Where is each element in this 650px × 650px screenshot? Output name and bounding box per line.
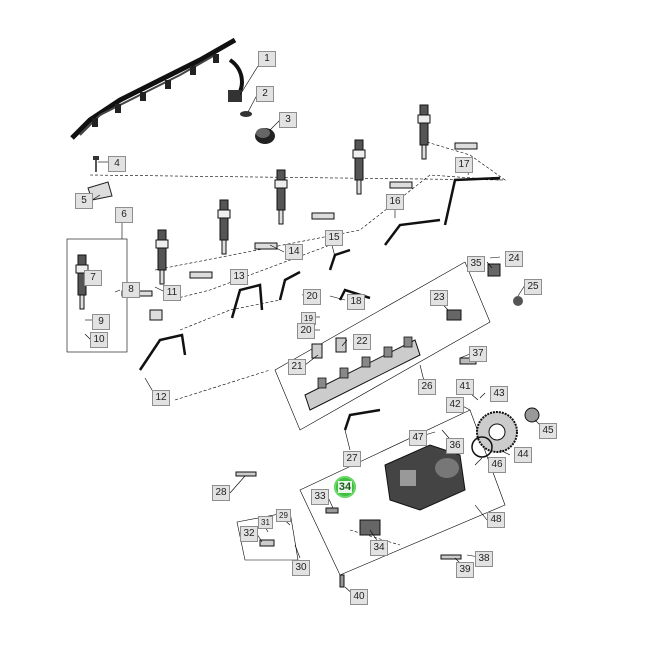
pin [325,507,339,514]
callout-9[interactable]: 9 [92,314,110,330]
callout-38[interactable]: 37 [469,346,487,362]
callout-24[interactable]: 24 [505,251,523,267]
callout-49[interactable]: 48 [487,512,505,528]
callout-42[interactable]: 41 [456,379,474,395]
callout-32[interactable]: 32 [240,526,258,542]
callout-31[interactable]: 31 [258,516,273,529]
callout-23[interactable]: 23 [430,290,448,306]
callout-22[interactable]: 22 [353,334,371,350]
bolt-small [339,574,345,588]
callout-13[interactable]: 13 [230,269,248,285]
callout-5[interactable]: 5 [75,193,93,209]
metering-valve [359,519,381,536]
callout-3[interactable]: 3 [279,112,297,128]
common-rail [304,309,477,411]
callout-6[interactable]: 6 [115,207,133,223]
callout-33[interactable]: 33 [311,489,329,505]
injectors [75,104,431,310]
callout-36[interactable]: 35 [467,256,485,272]
callout-40[interactable]: 39 [456,562,474,578]
callout-4[interactable]: 4 [108,156,126,172]
callout-34-label: 34 [337,481,353,493]
callout-11[interactable]: 11 [163,285,181,301]
callout-14[interactable]: 14 [285,244,303,260]
seal-ring [240,111,252,117]
callout-45[interactable]: 44 [514,447,532,463]
callout-17[interactable]: 17 [455,157,473,173]
callout-20a[interactable]: 20 [303,289,321,305]
screw [93,156,99,172]
callout-21[interactable]: 21 [288,359,306,375]
callout-48[interactable]: 47 [409,430,427,446]
bolt [235,471,257,477]
callout-10[interactable]: 10 [90,332,108,348]
callout-35[interactable]: 34 [370,540,388,556]
gear-nut [524,407,540,423]
callout-27[interactable]: 27 [343,451,361,467]
high-pressure-pump [384,444,466,511]
callout-43[interactable]: 42 [446,397,464,413]
callout-39[interactable]: 38 [475,551,493,567]
callout-1[interactable]: 1 [258,51,276,67]
drive-gear [476,411,518,453]
callout-18[interactable]: 18 [347,294,365,310]
callout-34-highlighted[interactable]: 34 [334,476,356,498]
callout-12[interactable]: 12 [152,390,170,406]
fitting [259,539,275,547]
callout-16[interactable]: 16 [386,194,404,210]
pump-bolt [440,554,462,560]
callout-29[interactable]: 29 [276,509,291,522]
callout-44[interactable]: 43 [490,386,508,402]
callout-47[interactable]: 46 [488,457,506,473]
callout-26[interactable]: 26 [418,379,436,395]
callout-41[interactable]: 40 [350,589,368,605]
callout-15[interactable]: 15 [325,230,343,246]
o-ring [471,436,493,458]
callout-20b[interactable]: 20 [297,323,315,339]
callout-2[interactable]: 2 [256,86,274,102]
nut [513,296,523,306]
fuel-lines [138,176,501,431]
callout-30[interactable]: 30 [292,560,310,576]
callout-7[interactable]: 7 [84,270,102,286]
callout-28[interactable]: 28 [212,485,230,501]
callout-37[interactable]: 36 [446,438,464,454]
connector-cap [255,128,275,144]
wiring-harness [70,37,244,140]
callout-8[interactable]: 8 [122,282,140,298]
callout-25[interactable]: 25 [524,279,542,295]
callout-46[interactable]: 45 [539,423,557,439]
